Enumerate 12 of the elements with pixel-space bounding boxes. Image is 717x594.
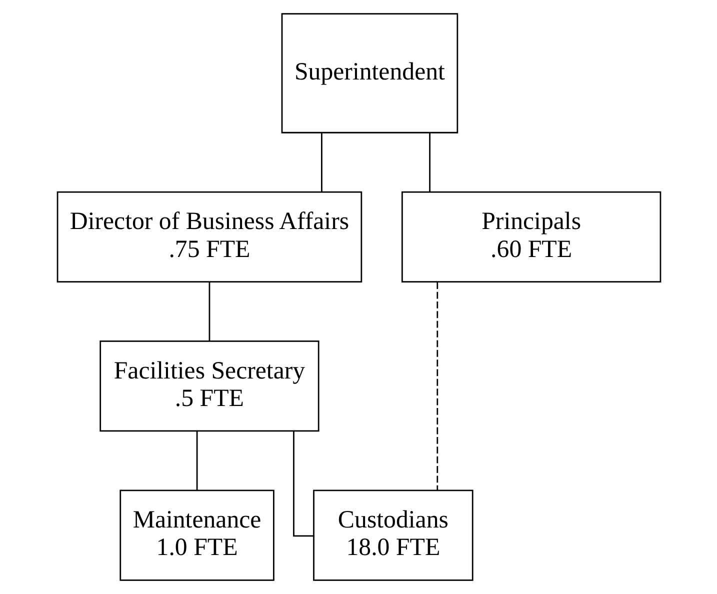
- node-box: Superintendent: [280, 13, 458, 134]
- connector: [196, 431, 198, 490]
- connector: [208, 282, 210, 342]
- connector: [320, 132, 322, 192]
- node-box: Maintenance 1.0 FTE: [119, 490, 274, 581]
- node-box: Director of Business Affairs .75 FTE: [56, 191, 362, 282]
- node-box: Principals .60 FTE: [400, 191, 661, 282]
- node-box: Custodians 18.0 FTE: [312, 490, 473, 581]
- connector: [428, 132, 430, 192]
- node-box: Facilities Secretary .5 FTE: [99, 340, 319, 432]
- connector: [292, 431, 313, 537]
- connector: [436, 282, 438, 490]
